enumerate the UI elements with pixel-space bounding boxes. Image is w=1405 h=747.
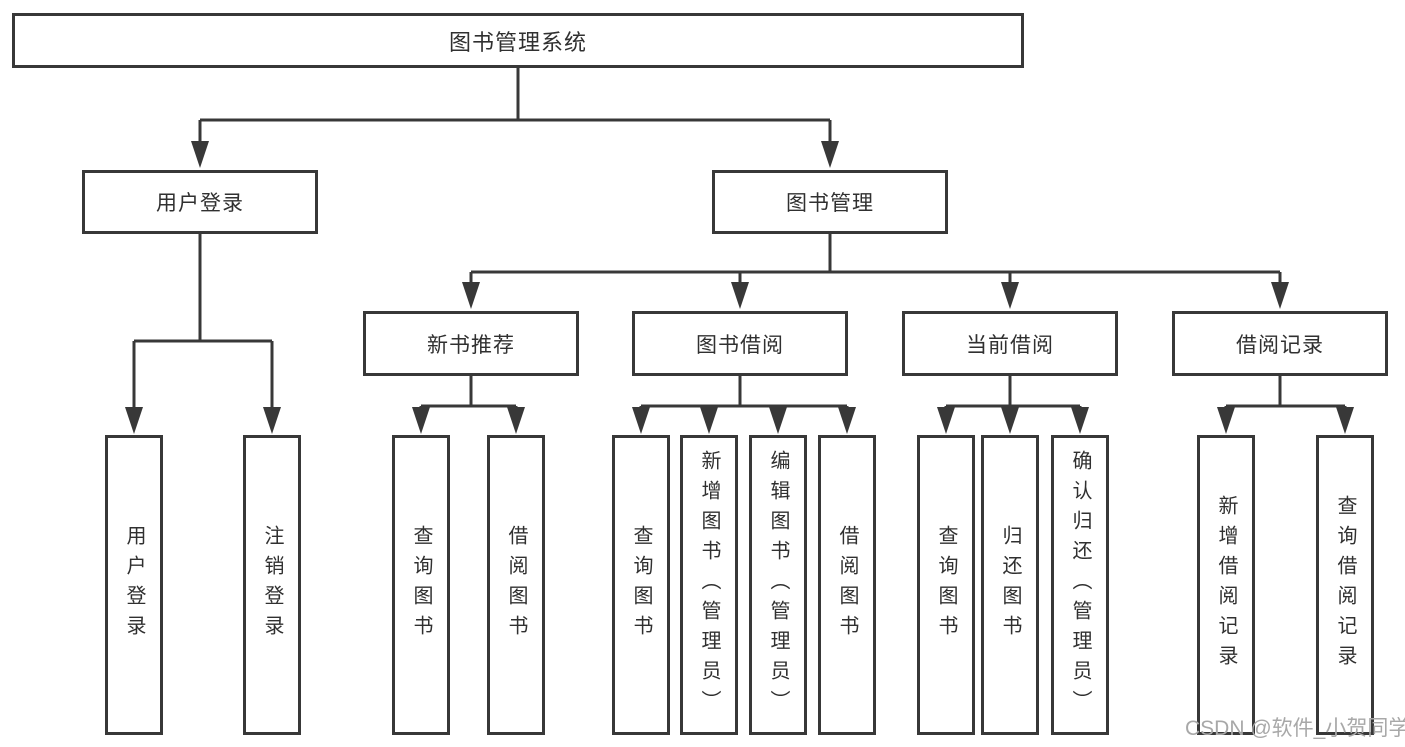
node-label: 用户登录: [156, 192, 244, 215]
node-label: 查询图书: [935, 525, 957, 645]
node-label: 用户登录: [123, 525, 145, 645]
arrowhead-icon: [937, 407, 955, 434]
node-confirm-return-admin: 确认归还（管理员）: [1051, 435, 1109, 735]
arrowhead-icon: [731, 282, 749, 309]
node-label: 借阅图书: [505, 525, 527, 645]
connector-root-to-level2: [198, 68, 832, 152]
node-query-books-recommend: 查询图书: [392, 435, 450, 735]
node-new-book-recommendation: 新书推荐: [363, 311, 579, 376]
node-label: 查询图书: [630, 525, 652, 645]
connector-borrow-to-leaves: [639, 376, 849, 415]
node-return-books: 归还图书: [981, 435, 1039, 735]
connector-current-to-leaves: [944, 376, 1082, 415]
node-label: 新增图书（管理员）: [698, 450, 720, 720]
node-add-borrow-record: 新增借阅记录: [1197, 435, 1255, 735]
node-borrow-books-borrowing: 借阅图书: [818, 435, 876, 735]
node-query-borrow-record: 查询借阅记录: [1316, 435, 1374, 735]
node-borrow-books-recommend: 借阅图书: [487, 435, 545, 735]
arrowhead-icon: [632, 407, 650, 434]
arrowhead-icon: [1071, 407, 1089, 434]
node-label: 新书推荐: [427, 333, 515, 357]
connector-login-to-leaves: [132, 234, 274, 415]
node-borrowing-records: 借阅记录: [1172, 311, 1388, 376]
node-label: 编辑图书（管理员）: [767, 450, 789, 720]
csdn-watermark: CSDN @软件_小贺同学: [1185, 717, 1405, 740]
arrowhead-icon: [1217, 407, 1235, 434]
arrowhead-icon: [1271, 282, 1289, 309]
connector-mgmt-to-level3: [469, 234, 1282, 292]
node-edit-books-admin: 编辑图书（管理员）: [749, 435, 807, 735]
arrowhead-icon: [838, 407, 856, 434]
node-label: 查询图书: [410, 525, 432, 645]
connector-newbook-to-leaves: [419, 376, 518, 415]
node-label: 图书借阅: [696, 333, 784, 357]
node-query-books-borrowing: 查询图书: [612, 435, 670, 735]
arrowhead-icon: [263, 407, 281, 434]
node-label: 注销登录: [261, 525, 283, 645]
node-current-borrowing: 当前借阅: [902, 311, 1118, 376]
arrowhead-icon: [1001, 407, 1019, 434]
node-user-login-leaf: 用户登录: [105, 435, 163, 735]
node-label: 图书管理: [786, 192, 874, 215]
node-query-books-current: 查询图书: [917, 435, 975, 735]
arrowhead-icon: [191, 141, 209, 168]
node-user-login: 用户登录: [82, 170, 318, 234]
node-label: 图书管理系统: [448, 29, 587, 55]
node-label: 借阅图书: [836, 525, 858, 645]
connector-records-to-leaves: [1224, 376, 1347, 415]
node-label: 借阅记录: [1236, 333, 1324, 357]
arrowhead-icon: [125, 407, 143, 434]
arrowhead-icon: [769, 407, 787, 434]
node-library-management-system: 图书管理系统: [12, 13, 1024, 68]
node-label: 确认归还（管理员）: [1069, 450, 1091, 720]
node-logout: 注销登录: [243, 435, 301, 735]
node-label: 当前借阅: [966, 333, 1054, 357]
node-book-borrowing: 图书借阅: [632, 311, 848, 376]
arrowhead-icon: [1001, 282, 1019, 309]
arrowhead-icon: [1336, 407, 1354, 434]
node-label: 查询借阅记录: [1334, 495, 1356, 675]
arrowhead-icon: [412, 407, 430, 434]
node-book-management: 图书管理: [712, 170, 948, 234]
arrowhead-icon: [700, 407, 718, 434]
arrowhead-icon: [821, 141, 839, 168]
node-add-books-admin: 新增图书（管理员）: [680, 435, 738, 735]
node-label: 新增借阅记录: [1215, 495, 1237, 675]
node-label: 归还图书: [999, 525, 1021, 645]
arrowhead-icon: [462, 282, 480, 309]
arrowhead-icon: [507, 407, 525, 434]
